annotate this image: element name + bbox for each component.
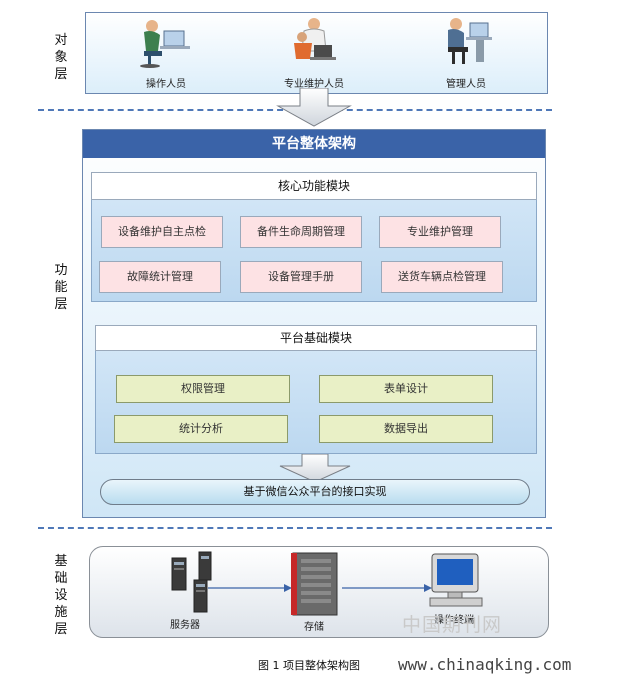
core-item-3: 专业维护管理 bbox=[379, 216, 501, 248]
terminal-icon bbox=[426, 552, 486, 616]
core-item-4: 故障统计管理 bbox=[99, 261, 221, 293]
watermark-journal: 中国期刊网 bbox=[402, 614, 503, 636]
wechat-interface-bar: 基于微信公众平台的接口实现 bbox=[100, 479, 530, 505]
base-item-3: 统计分析 bbox=[114, 415, 288, 443]
manager-icon bbox=[436, 15, 496, 67]
manager-label: 管理人员 bbox=[446, 79, 486, 90]
separator-bottom bbox=[38, 527, 552, 529]
object-layer-label: 对象层 bbox=[54, 33, 68, 82]
maintenance-staff-label: 专业维护人员 bbox=[284, 79, 344, 90]
watermark-url: www.chinaqking.com bbox=[398, 655, 572, 674]
arrow-storage-to-terminal bbox=[342, 578, 432, 597]
server-label: 服务器 bbox=[170, 620, 200, 631]
storage-icon bbox=[287, 551, 343, 621]
object-layer-panel: 操作人员 专业维护人员 管理人员 bbox=[85, 12, 548, 94]
function-layer-label: 功能层 bbox=[54, 263, 68, 312]
core-item-6: 送货车辆点检管理 bbox=[381, 261, 503, 293]
terminal-label: 操作终端 bbox=[434, 615, 474, 626]
core-item-1: 设备维护自主点检 bbox=[101, 216, 223, 248]
core-item-5: 设备管理手册 bbox=[240, 261, 362, 293]
infrastructure-layer-label: 基础设施层 bbox=[54, 554, 68, 637]
platform-title: 平台整体架构 bbox=[83, 130, 545, 158]
base-item-4: 数据导出 bbox=[319, 415, 493, 443]
storage-label: 存储 bbox=[304, 622, 324, 633]
arrow-down-inner bbox=[274, 453, 356, 488]
core-module-title: 核心功能模块 bbox=[91, 172, 537, 200]
arrow-server-to-storage bbox=[208, 578, 292, 597]
core-item-2: 备件生命周期管理 bbox=[240, 216, 362, 248]
maintenance-staff-icon bbox=[284, 15, 344, 67]
base-item-1: 权限管理 bbox=[116, 375, 290, 403]
base-item-2: 表单设计 bbox=[319, 375, 493, 403]
operator-icon bbox=[136, 17, 196, 69]
operator-label: 操作人员 bbox=[146, 79, 186, 90]
platform-architecture-panel: 平台整体架构 核心功能模块 设备维护自主点检 备件生命周期管理 专业维护管理 故… bbox=[82, 129, 546, 518]
base-module-title: 平台基础模块 bbox=[95, 325, 537, 351]
figure-caption: 图 1 项目整体架构图 bbox=[258, 659, 360, 672]
server-icon bbox=[166, 550, 216, 618]
arrow-down-top bbox=[270, 87, 358, 132]
